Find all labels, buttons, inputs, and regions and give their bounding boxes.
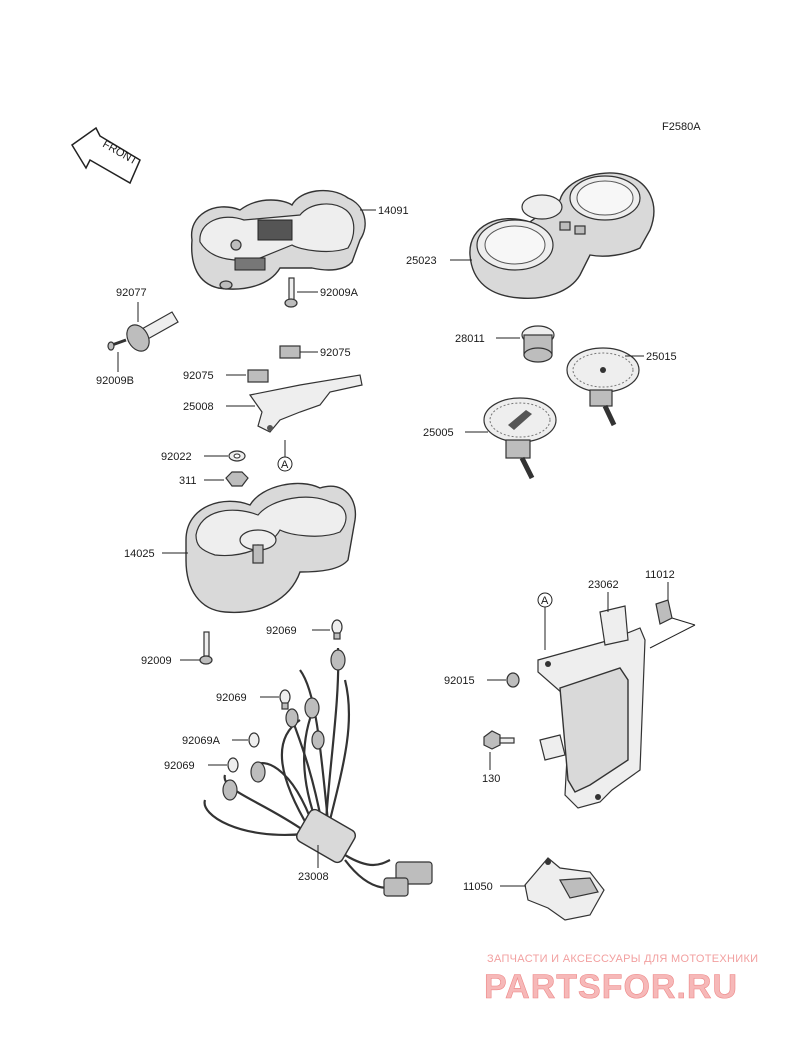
label-92022: 92022: [161, 451, 192, 463]
bulb-92069-mid: [279, 689, 291, 710]
label-92009A: 92009A: [320, 287, 359, 299]
washer-92022: [228, 450, 246, 462]
bolt-130: [483, 730, 515, 750]
bracket-11050: [524, 857, 605, 921]
tacho-dial-25015: [566, 347, 640, 427]
meter-lower-case-14025: [185, 482, 357, 614]
label-92009: 92009: [141, 655, 172, 667]
nut-311: [225, 471, 249, 487]
label-92069-low: 92069: [164, 760, 195, 772]
figure-code: F2580A: [662, 121, 701, 133]
ref-marker-a-left: A: [277, 440, 293, 472]
label-23008: 23008: [298, 871, 329, 883]
label-311: 311: [179, 475, 197, 487]
bulb-92069-low: [227, 757, 239, 773]
meter-bracket-25008: [248, 374, 363, 433]
bulb-92069A: [248, 732, 260, 748]
label-92069A: 92069A: [182, 735, 221, 747]
label-25005: 25005: [423, 427, 454, 439]
screw-92009B: [107, 338, 127, 351]
label-130: 130: [482, 773, 500, 785]
label-92069-top: 92069: [266, 625, 297, 637]
trip-knob-92077: [126, 311, 179, 352]
label-23062: 23062: [588, 579, 619, 591]
label-11050: 11050: [463, 881, 493, 893]
meter-upper-case-14091: [190, 189, 366, 290]
front-arrow-icon: FRONT: [70, 126, 141, 185]
label-25008: 25008: [183, 401, 214, 413]
label-92075-right: 92075: [320, 347, 351, 359]
wiring-harness-23008: [203, 647, 433, 897]
cap-11012: [655, 599, 673, 625]
screw-92009: [199, 631, 213, 665]
label-92075-left: 92075: [183, 370, 214, 382]
label-92069-mid: 92069: [216, 692, 247, 704]
label-25023: 25023: [406, 255, 437, 267]
label-14091: 14091: [378, 205, 409, 217]
bulb-92069-top: [331, 619, 343, 640]
meter-stay-23062: [537, 605, 646, 809]
meter-lens-25023: [469, 172, 655, 299]
label-14025: 14025: [124, 548, 155, 560]
grommet-92015: [506, 672, 520, 688]
screw-92009A: [284, 277, 298, 308]
svg-text:A: A: [541, 595, 549, 607]
watermark-caption: ЗАПЧАСТИ И АКСЕССУАРЫ ДЛЯ МОТОТЕХНИКИ: [487, 953, 758, 965]
clip-92075-left: [247, 369, 269, 383]
watermark-brand: PARTSFOR.RU: [484, 968, 738, 1006]
label-11012: 11012: [645, 569, 675, 581]
svg-text:A: A: [281, 459, 289, 471]
label-92015: 92015: [444, 675, 475, 687]
socket-28011: [521, 325, 555, 363]
clip-92075-right: [279, 345, 301, 359]
ref-marker-a-right: A: [537, 592, 553, 650]
label-92009B: 92009B: [96, 375, 134, 387]
label-92077: 92077: [116, 287, 147, 299]
label-25015: 25015: [646, 351, 677, 363]
speedo-dial-25005: [483, 397, 557, 480]
label-28011: 28011: [455, 333, 485, 345]
